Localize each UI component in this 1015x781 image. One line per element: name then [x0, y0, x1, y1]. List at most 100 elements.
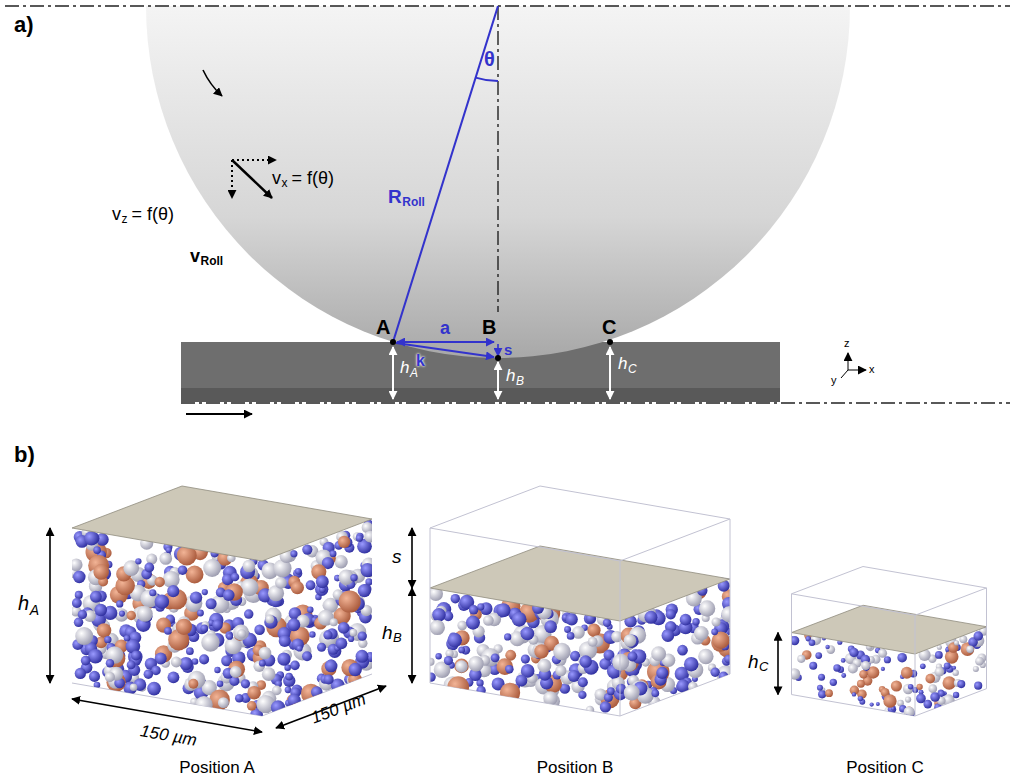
particle: [306, 580, 316, 590]
particle: [307, 607, 314, 614]
particle: [483, 615, 494, 626]
particle: [272, 686, 282, 696]
particle: [721, 606, 737, 622]
particle: [70, 558, 83, 571]
particle: [534, 644, 548, 658]
particle: [75, 591, 83, 599]
feed-arrow: [186, 413, 252, 415]
penetration-label: s: [504, 341, 512, 358]
particle: [226, 633, 233, 640]
particle: [291, 581, 304, 594]
particle: [825, 645, 829, 649]
particle: [891, 680, 902, 691]
particle: [201, 633, 219, 651]
position-caption: Position C: [846, 758, 923, 778]
particle: [279, 635, 291, 647]
thickness-dimension: [49, 528, 51, 683]
particle: [579, 655, 592, 668]
particle: [870, 702, 874, 706]
thickness-label: h: [382, 622, 393, 644]
particle: [644, 611, 657, 624]
particle: [567, 632, 575, 640]
particle: [302, 544, 312, 554]
radius-label: R: [388, 186, 402, 208]
particle: [710, 668, 719, 677]
particle: [74, 618, 83, 627]
particle: [624, 634, 637, 647]
particle: [302, 651, 312, 661]
particle: [190, 591, 202, 603]
particle: [330, 550, 337, 557]
particle: [578, 677, 588, 687]
particle: [512, 612, 527, 627]
particle: [624, 685, 640, 701]
particle: [290, 661, 300, 671]
particle: [356, 535, 363, 542]
roll: [146, 6, 850, 358]
radius-subscript: Roll: [402, 196, 425, 210]
particle: [627, 651, 637, 661]
particle: [504, 633, 511, 640]
particle: [197, 610, 204, 617]
particle: [159, 552, 172, 565]
particle: [75, 668, 86, 679]
particle: [104, 636, 111, 643]
particle: [901, 667, 913, 679]
particle: [247, 701, 257, 711]
particle: [155, 594, 170, 609]
panel-label: b): [14, 442, 35, 467]
particle: [259, 647, 272, 660]
particle: [325, 660, 338, 673]
particle: [230, 666, 242, 678]
particle: [295, 568, 302, 575]
particle: [135, 558, 141, 564]
thickness-label: h: [618, 354, 627, 374]
velocity-function: = f(θ): [132, 204, 175, 225]
particle: [75, 627, 93, 645]
particle: [147, 682, 161, 696]
particle: [323, 630, 332, 639]
particle: [89, 671, 100, 682]
particle: [711, 628, 718, 635]
particle: [841, 673, 846, 678]
particle: [515, 675, 527, 687]
box-outline: [915, 615, 916, 716]
velocity-label: v: [190, 246, 200, 267]
particle: [692, 618, 699, 625]
particle: [841, 658, 846, 663]
angle-symbol: θ: [484, 48, 495, 71]
particle: [212, 619, 223, 630]
penetration-dimension: [411, 528, 413, 588]
velocity-label: v: [272, 168, 281, 189]
particle: [275, 577, 287, 589]
particle: [73, 571, 86, 584]
particle: [241, 578, 259, 596]
particle: [105, 672, 115, 682]
particle: [537, 659, 551, 673]
particle: [84, 531, 98, 545]
particle: [966, 645, 974, 653]
particle: [336, 637, 348, 649]
particle: [338, 536, 350, 548]
particle: [106, 659, 114, 667]
particle: [466, 616, 480, 630]
particle: [454, 659, 469, 674]
particle: [651, 689, 659, 697]
particle: [555, 665, 566, 676]
particle: [167, 585, 179, 597]
top-plate: [72, 486, 372, 561]
particle: [330, 618, 338, 626]
particle: [688, 682, 698, 692]
particle: [858, 696, 863, 701]
box-outline: [730, 519, 731, 674]
particle: [833, 664, 841, 672]
velocity-subscript: z: [122, 213, 128, 227]
particle: [496, 658, 513, 675]
particle: [815, 652, 822, 659]
dimension-label: 150 µm: [139, 721, 199, 750]
thickness-dimension: [777, 633, 779, 695]
particle: [231, 573, 240, 582]
particle: [662, 629, 675, 642]
particle: [908, 684, 914, 690]
particle: [271, 700, 285, 714]
